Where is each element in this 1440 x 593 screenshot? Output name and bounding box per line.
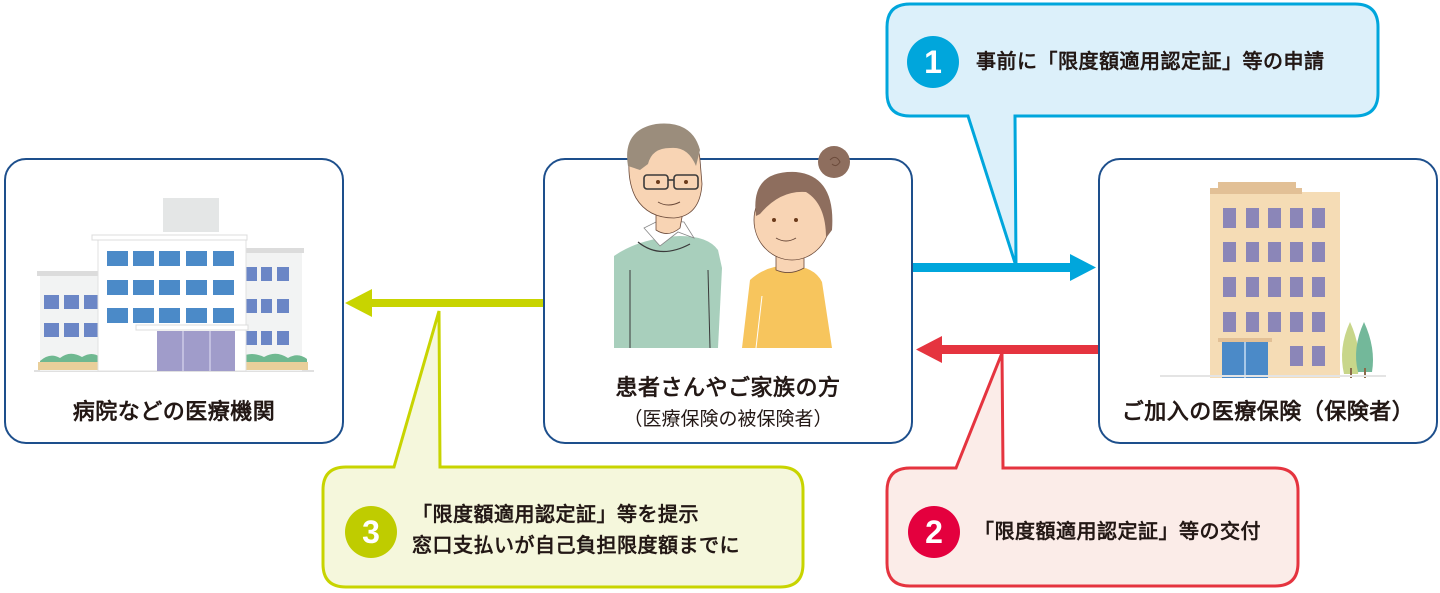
step2-number-badge: 2 xyxy=(908,506,960,558)
step1-bubble-shape xyxy=(885,2,1380,267)
step3-number: 3 xyxy=(362,514,380,550)
step1-text: 事前に「限度額適用認定証」等の申請 xyxy=(976,46,1325,77)
step2-bubble-shape xyxy=(885,352,1300,588)
step1-number-badge: 1 xyxy=(907,36,959,88)
step3-number-badge: 3 xyxy=(345,506,397,558)
patient-label: 患者さんやご家族の方 xyxy=(615,376,841,401)
patient-node xyxy=(543,158,913,444)
insurer-office-building-icon xyxy=(1210,182,1373,378)
step3-text: 「限度額適用認定証」等を提示 窓口支払いが自己負担限度額までに xyxy=(412,499,740,561)
step1-number: 1 xyxy=(924,44,942,80)
step2-text: 「限度額適用認定証」等の交付 xyxy=(974,516,1261,547)
patient-sublabel: （医療保険の被保険者） xyxy=(623,408,833,430)
step3-arrow xyxy=(345,289,543,317)
step3-bubble-shape xyxy=(321,310,805,589)
insurer-label: ご加入の医療保険（保険者） xyxy=(1121,400,1415,425)
step3-line2: 窓口支払いが自己負担限度額までに xyxy=(412,533,740,557)
hospital-label: 病院などの医療機関 xyxy=(72,400,276,425)
step1-arrow xyxy=(912,254,1096,281)
ground-line xyxy=(1160,375,1386,377)
step2-arrow xyxy=(916,336,1098,363)
step2-number: 2 xyxy=(925,514,943,550)
step3-line1: 「限度額適用認定証」等を提示 xyxy=(412,502,699,526)
step2-line1: 「限度額適用認定証」等の交付 xyxy=(974,519,1261,543)
hospital-building-icon xyxy=(34,198,314,372)
hospital-node: 病院などの医療機関 xyxy=(4,158,344,444)
patient-family-illustration xyxy=(614,123,850,349)
insurer-node: ご加入の医療保険（保険者） xyxy=(1098,158,1438,444)
step1-line1: 事前に「限度額適用認定証」等の申請 xyxy=(976,49,1325,73)
